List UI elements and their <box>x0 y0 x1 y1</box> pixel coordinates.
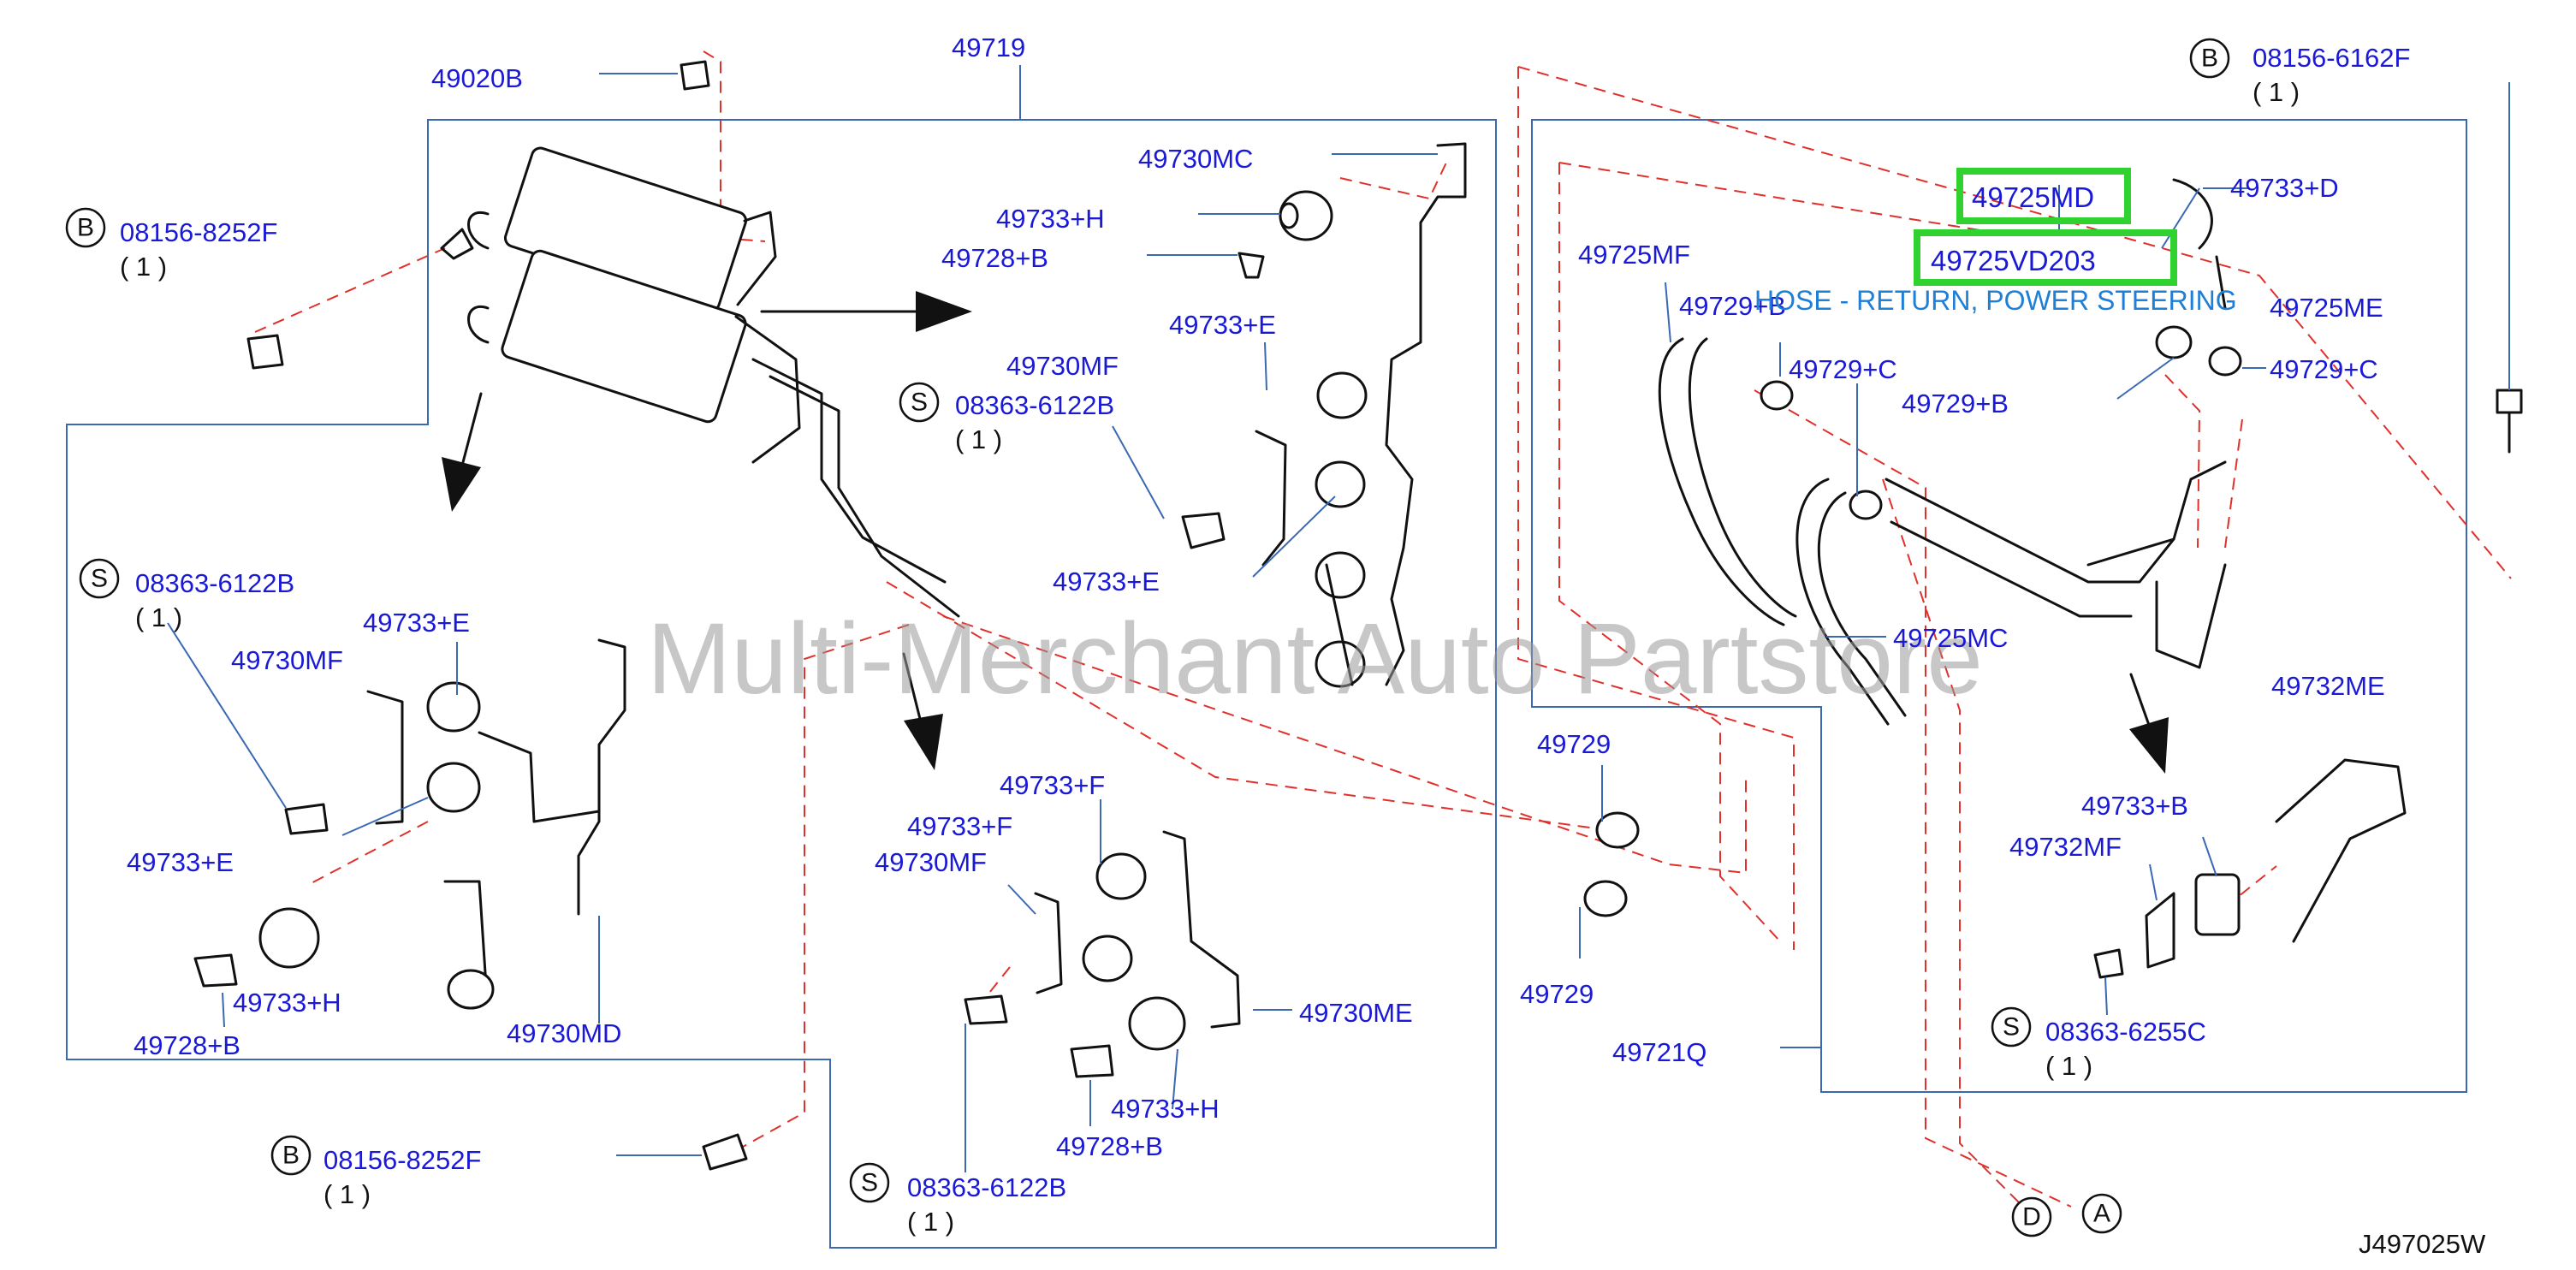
qty-08363-6122B-1: ( 1 ) <box>955 424 1002 454</box>
label-49725MC: 49725MC <box>1893 623 2008 653</box>
label-49733B: 49733+B <box>2081 791 2188 821</box>
label-49721Q: 49721Q <box>1612 1037 1706 1067</box>
label-49730MD: 49730MD <box>507 1018 621 1048</box>
qty-08156-6162F: ( 1 ) <box>2253 77 2300 107</box>
highlight-label-49725VD203: 49725VD203 <box>1931 245 2096 276</box>
label-08156-6162F: 08156-6162F <box>2253 43 2410 73</box>
label-49733D: 49733+D <box>2230 173 2339 203</box>
label-49729B-1: 49729+B <box>1679 291 1786 321</box>
label-08363-6122B-2: 08363-6122B <box>135 568 294 598</box>
leader-lines <box>167 73 2266 1172</box>
direction-arrows <box>442 291 2169 774</box>
circle-S-1: S <box>899 382 940 423</box>
qty-08156-8252F-1: ( 1 ) <box>120 252 167 282</box>
circle-S-4: S <box>849 1162 890 1203</box>
circle-B-1: B <box>2189 38 2230 79</box>
oil-cooler-assembly <box>440 146 960 618</box>
label-49725MF: 49725MF <box>1578 240 1690 270</box>
svg-text:D: D <box>2022 1203 2041 1231</box>
label-49733F-1: 49733+F <box>1000 770 1105 800</box>
label-49733E-3: 49733+E <box>363 608 470 638</box>
label-49719: 49719 <box>952 33 1025 62</box>
mount-rubbers-lower <box>964 830 1241 1078</box>
label-49732ME: 49732ME <box>2271 671 2385 701</box>
circle-S-3: S <box>1991 1006 2032 1047</box>
label-08363-6122B-1: 08363-6122B <box>955 390 1114 420</box>
watermark-text: Multi-Merchant Auto Partstore <box>647 602 1983 715</box>
bracket-49730MC <box>1385 142 1467 686</box>
svg-text:S: S <box>91 565 108 593</box>
svg-text:S: S <box>861 1169 878 1197</box>
highlight-49725MD[interactable]: 49725MD <box>1956 168 2131 224</box>
label-49729-1: 49729 <box>1537 729 1611 759</box>
circle-D: D <box>2011 1196 2052 1237</box>
label-49733E-2: 49733+E <box>1053 567 1160 596</box>
clamps-49729 <box>1583 811 1640 917</box>
svg-text:S: S <box>911 389 928 417</box>
label-08363-6255C: 08363-6255C <box>2045 1017 2206 1047</box>
svg-text:A: A <box>2093 1200 2110 1228</box>
label-49733H-3: 49733+H <box>1111 1094 1220 1124</box>
svg-text:B: B <box>2201 45 2218 73</box>
label-49733E-1: 49733+E <box>1169 310 1276 340</box>
qty-08363-6122B-3: ( 1 ) <box>907 1207 954 1237</box>
label-49730MF-3: 49730MF <box>875 847 987 877</box>
circle-B-2: B <box>65 207 106 248</box>
label-49733E-4: 49733+E <box>127 847 234 877</box>
label-49732MF: 49732MF <box>2009 832 2122 862</box>
label-49730MC: 49730MC <box>1138 144 1253 174</box>
routing-dash-lines <box>254 50 2512 1213</box>
bracket-49732ME <box>2093 758 2407 979</box>
label-49020B: 49020B <box>431 63 523 93</box>
label-08156-8252F-2: 08156-8252F <box>323 1145 481 1175</box>
label-49729C-2: 49729+C <box>2270 354 2378 384</box>
highlight-description: HOSE - RETURN, POWER STEERING <box>1754 285 2237 316</box>
label-49725ME: 49725ME <box>2270 293 2383 323</box>
svg-text:S: S <box>2003 1013 2020 1042</box>
qty-08363-6122B-2: ( 1 ) <box>135 602 182 632</box>
highlight-label-49725MD: 49725MD <box>1972 181 2094 213</box>
qty-08156-8252F-2: ( 1 ) <box>323 1179 371 1209</box>
label-08363-6122B-3: 08363-6122B <box>907 1172 1066 1202</box>
left-assembly-frame <box>66 119 1497 1249</box>
right-assembly-frame <box>1531 119 2467 1093</box>
label-08156-8252F-1: 08156-8252F <box>120 217 277 247</box>
circle-A: A <box>2081 1193 2122 1234</box>
label-49729-2: 49729 <box>1520 979 1594 1009</box>
label-49730MF-2: 49730MF <box>231 645 343 675</box>
label-49728B-2: 49728+B <box>134 1030 240 1060</box>
bolts-misc <box>246 60 2523 1171</box>
label-49729C-1: 49729+C <box>1789 354 1897 384</box>
label-49733H-1: 49733+H <box>996 204 1105 234</box>
mount-rubbers-left <box>193 638 626 1010</box>
highlight-49725VD203[interactable]: 49725VD203 <box>1914 229 2177 286</box>
label-49730MF-1: 49730MF <box>1006 351 1119 381</box>
svg-text:B: B <box>282 1142 300 1170</box>
mount-rubbers-upper <box>1181 190 1368 688</box>
circle-S-2: S <box>79 558 120 599</box>
label-49728B-3: 49728+B <box>1056 1131 1163 1161</box>
qty-08363-6255C: ( 1 ) <box>2045 1051 2092 1081</box>
label-49733H-2: 49733+H <box>233 988 341 1018</box>
label-49730ME: 49730ME <box>1299 998 1413 1028</box>
svg-text:B: B <box>77 214 94 242</box>
label-49728B-1: 49728+B <box>941 243 1048 273</box>
circle-B-3: B <box>270 1135 312 1176</box>
diagram-code: J497025W <box>2359 1229 2486 1259</box>
label-49733F-2: 49733+F <box>907 811 1012 841</box>
label-49729B-2: 49729+B <box>1902 389 2009 418</box>
return-hose-assembly <box>1658 178 2242 726</box>
